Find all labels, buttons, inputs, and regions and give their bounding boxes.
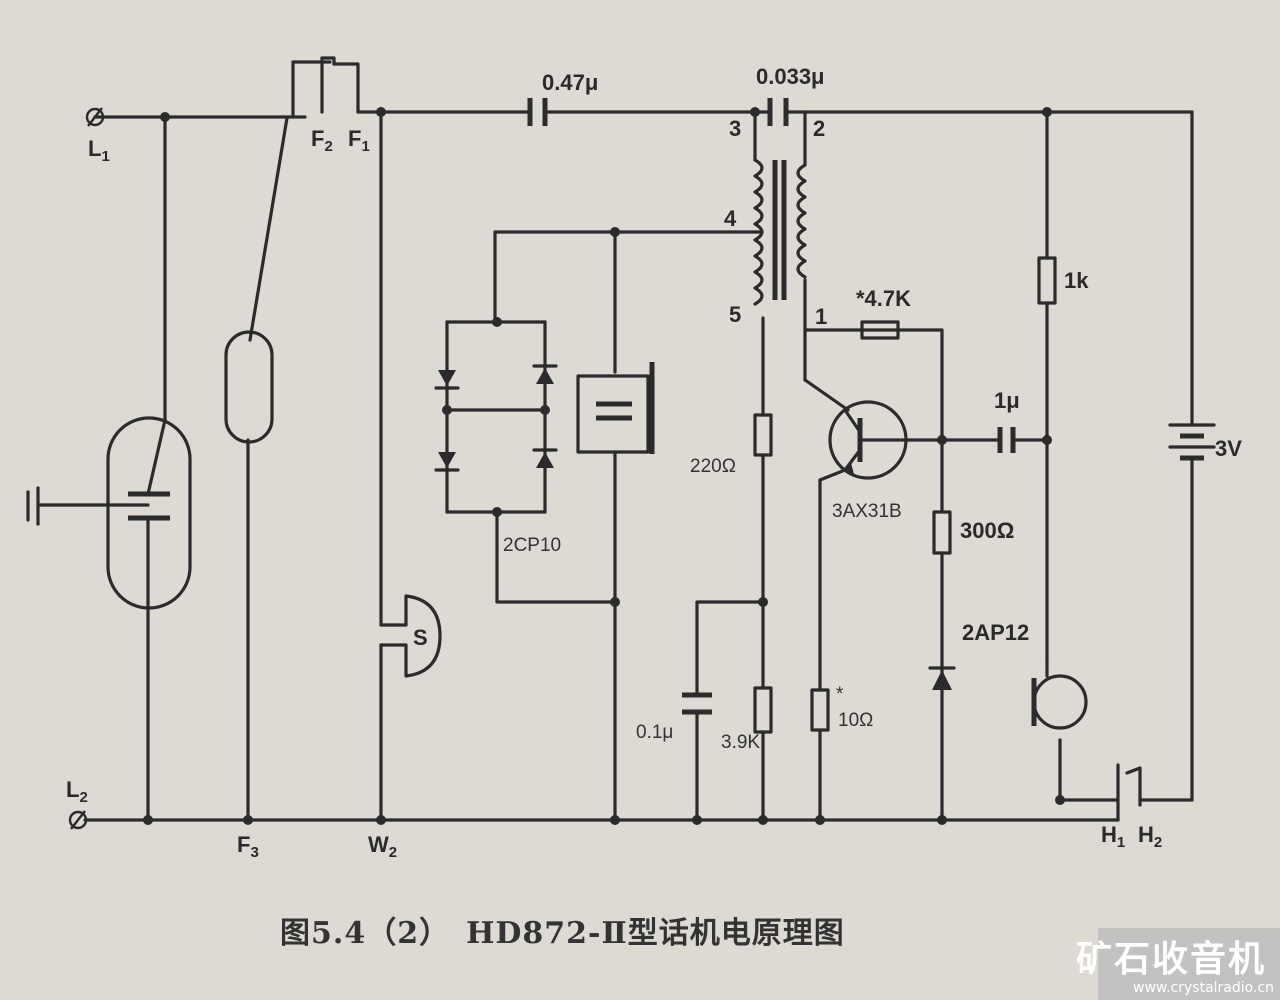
label-cap-0033: 0.033μ xyxy=(756,64,825,89)
hook-switch-h xyxy=(1116,763,1142,822)
label-f1: F1 xyxy=(348,126,370,155)
label-tap-4: 4 xyxy=(724,206,737,231)
microphone xyxy=(1031,658,1088,730)
terminal-l1 xyxy=(85,107,105,127)
transistor-3ax31b xyxy=(818,400,908,482)
label-r10: 10Ω xyxy=(838,710,873,731)
circuit-schematic: L1 L2 F2 F1 F3 W2 H1 H2 S 0.47μ 0.033μ 3… xyxy=(26,56,1242,861)
label-transistor: 3AX31B xyxy=(832,501,902,522)
junction-dots xyxy=(143,107,1065,825)
label-r47k: *4.7K xyxy=(856,286,911,311)
switch-s xyxy=(379,594,442,678)
label-r10-star: * xyxy=(836,684,844,705)
resistor-1k xyxy=(1037,256,1057,305)
label-r1k: 1k xyxy=(1064,268,1089,293)
watermark-title: 矿石收音机 xyxy=(1075,939,1266,980)
capacitor-047 xyxy=(527,98,548,126)
label-l1: L1 xyxy=(88,136,110,165)
label-r300: 300Ω xyxy=(960,518,1014,543)
label-tap-3: 3 xyxy=(729,116,741,141)
label-f3: F3 xyxy=(237,832,259,861)
label-tap-2: 2 xyxy=(813,116,825,141)
label-l2: L2 xyxy=(66,777,88,806)
label-diodes: 2CP10 xyxy=(503,535,561,556)
figure-caption: 图5.4（2） HD872-Ⅱ型话机电原理图 xyxy=(280,916,845,951)
resistor-39k xyxy=(753,686,773,734)
label-battery: 3V xyxy=(1215,436,1242,461)
wires xyxy=(83,56,1194,822)
terminal-l2 xyxy=(68,810,88,830)
watermark-background xyxy=(1098,928,1280,1000)
label-r39k: 3.9K xyxy=(721,732,760,753)
resistor-220 xyxy=(753,413,773,457)
receiver xyxy=(576,362,655,454)
transformer xyxy=(753,158,807,306)
label-f2: F2 xyxy=(311,126,333,155)
label-tap-5: 5 xyxy=(729,302,741,327)
label-cap-01: 0.1μ xyxy=(636,722,673,743)
label-s: S xyxy=(413,625,428,650)
resistor-10 xyxy=(810,688,830,732)
resistor-47k xyxy=(860,320,900,340)
watermark-url: www.crystalradio.cn xyxy=(1133,980,1274,996)
label-cap-1u: 1μ xyxy=(994,388,1020,413)
ringer-element xyxy=(26,416,192,610)
diode-2ap12 xyxy=(928,666,956,690)
capacitor-0033 xyxy=(767,98,789,126)
label-h1: H1 xyxy=(1101,822,1125,851)
label-r220: 220Ω xyxy=(690,456,736,477)
diode-bridge xyxy=(434,364,558,472)
label-h2: H2 xyxy=(1138,822,1162,851)
capacitor-01 xyxy=(682,692,712,715)
resistor-300 xyxy=(932,510,952,555)
label-tap-1: 1 xyxy=(815,304,827,329)
label-w2: W2 xyxy=(368,832,397,861)
label-cap-047: 0.47μ xyxy=(542,70,598,95)
capacitor-1u xyxy=(997,427,1016,453)
battery-3v xyxy=(1168,423,1216,461)
hook-switch xyxy=(224,330,274,444)
label-2ap12: 2AP12 xyxy=(962,620,1029,645)
